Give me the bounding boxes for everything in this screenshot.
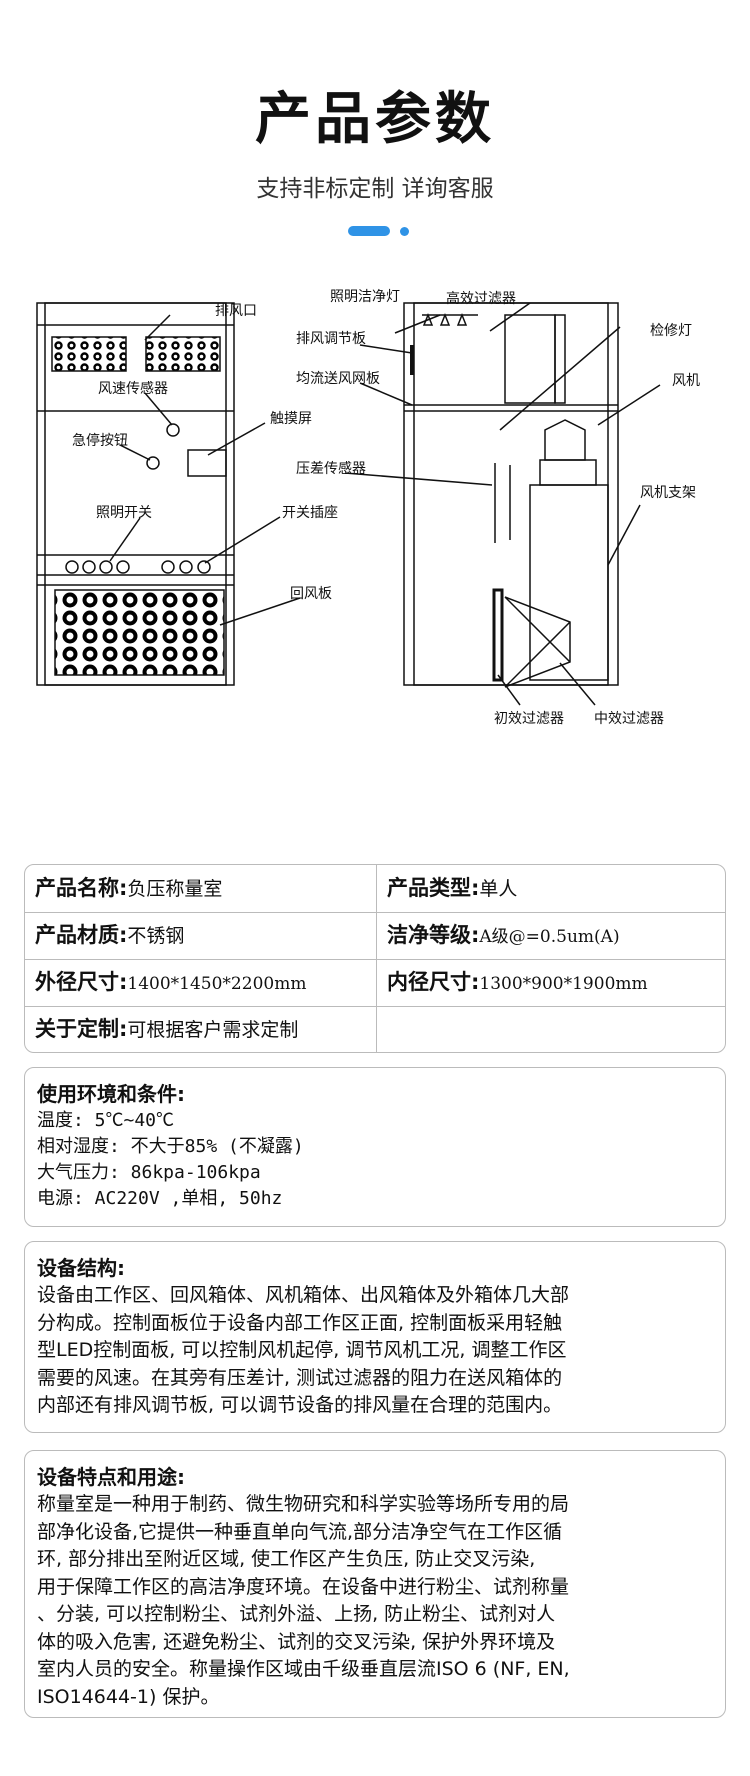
label-touch-screen: 触摸屏 bbox=[270, 411, 312, 427]
features-line: 部净化设备,它提供一种垂直单向气流,部分洁净空气在工作区循 bbox=[37, 1520, 563, 1543]
structure-line: 设备由工作区、回风箱体、风机箱体、出风箱体及外箱体几大部 bbox=[37, 1284, 570, 1306]
spec-sep: : bbox=[119, 876, 128, 900]
structure-line: 需要的风速。在其旁有压差计, 测试过滤器的阻力在送风箱体的 bbox=[37, 1366, 563, 1389]
spec-cell: 产品材质:不锈钢 bbox=[25, 912, 184, 959]
label-wind-speed-sensor: 风速传感器 bbox=[98, 380, 168, 397]
label-medium-filter: 中效过滤器 bbox=[594, 711, 664, 727]
structure-line: 分构成。控制面板位于设备内部工作区正面, 控制面板采用轻触 bbox=[37, 1311, 563, 1334]
spec-value: 1400*1450*2200mm bbox=[127, 974, 307, 994]
spec-value: A级@=0.5um(A) bbox=[479, 927, 620, 947]
spec-row: 产品名称:负压称量室 产品类型:单人 bbox=[25, 865, 725, 913]
label-maintenance-lamp: 检修灯 bbox=[650, 323, 692, 339]
spec-cell: 内径尺寸:1300*900*1900mm bbox=[376, 959, 648, 1006]
environment-line: 相对湿度: 不大于85% (不凝露) bbox=[37, 1136, 304, 1157]
spec-value: 单人 bbox=[479, 878, 518, 900]
decoration-bar bbox=[348, 226, 390, 236]
spec-sep: : bbox=[119, 923, 128, 947]
page-subtitle: 支持非标定制 详询客服 bbox=[256, 176, 494, 202]
spec-value: 可根据客户需求定制 bbox=[127, 1019, 299, 1041]
label-uniform-flow-mesh: 均流送风网板 bbox=[296, 371, 380, 387]
spec-cell: 产品名称:负压称量室 bbox=[25, 865, 222, 912]
spec-row: 关于定制:可根据客户需求定制 bbox=[25, 1006, 725, 1052]
features-line: 称量室是一种用于制药、微生物研究和科学实验等场所专用的局 bbox=[37, 1493, 570, 1515]
label-switch-socket: 开关插座 bbox=[282, 505, 338, 521]
spec-cell: 外径尺寸:1400*1450*2200mm bbox=[25, 959, 306, 1006]
equipment-diagram: 排风口 风速传感器 急停按钮 触摸屏 照明开关 开关插座 回风板 照明洁净灯 高… bbox=[36, 289, 700, 727]
spec-key: 产品名称 bbox=[35, 876, 119, 900]
spec-sep: : bbox=[119, 1017, 128, 1041]
environment-card: 使用环境和条件: 温度: 5℃~40℃ 相对湿度: 不大于85% (不凝露) 大… bbox=[24, 1067, 726, 1227]
environment-title: 使用环境和条件: bbox=[37, 1082, 185, 1106]
structure-title: 设备结构: bbox=[37, 1256, 125, 1280]
label-primary-filter: 初效过滤器 bbox=[494, 710, 564, 727]
features-line: 用于保障工作区的高洁净度环境。在设备中进行粉尘、试剂称量 bbox=[37, 1575, 570, 1598]
features-line: ISO14644-1) 保护。 bbox=[37, 1685, 220, 1708]
spec-sep: : bbox=[119, 970, 128, 994]
spec-value: 不锈钢 bbox=[127, 925, 185, 947]
label-hepa-filter: 高效过滤器 bbox=[446, 290, 516, 307]
features-title: 设备特点和用途: bbox=[37, 1465, 185, 1489]
environment-line: 电源: AC220V ,单相, 50hz bbox=[37, 1188, 283, 1209]
label-pressure-sensor: 压差传感器 bbox=[296, 460, 366, 477]
label-exhaust-damper: 排风调节板 bbox=[296, 331, 366, 347]
features-line: 、分装, 可以控制粉尘、试剂外溢、上扬, 防止粉尘、试剂对人 bbox=[37, 1603, 556, 1625]
environment-line: 温度: 5℃~40℃ bbox=[37, 1110, 175, 1131]
structure-line: 内部还有排风调节板, 可以调节设备的排风量在合理的范围内。 bbox=[37, 1394, 563, 1416]
environment-line: 大气压力: 86kpa-106kpa bbox=[37, 1162, 261, 1183]
spec-key: 内径尺寸 bbox=[387, 970, 471, 994]
label-light-switch: 照明开关 bbox=[96, 505, 152, 521]
spec-row: 产品材质:不锈钢 洁净等级:A级@=0.5um(A) bbox=[25, 912, 725, 960]
label-exhaust-port: 排风口 bbox=[215, 303, 257, 319]
spec-sep: : bbox=[471, 923, 480, 947]
spec-table: 产品名称:负压称量室 产品类型:单人 产品材质:不锈钢 洁净等级:A级@=0.5… bbox=[24, 864, 726, 1053]
spec-value: 负压称量室 bbox=[127, 878, 223, 900]
spec-key: 关于定制 bbox=[35, 1017, 119, 1041]
spec-cell-empty bbox=[376, 1006, 387, 1052]
label-fan-bracket: 风机支架 bbox=[640, 485, 696, 501]
spec-key: 产品材质 bbox=[35, 923, 119, 947]
label-fan: 风机 bbox=[672, 373, 700, 389]
spec-cell: 产品类型:单人 bbox=[376, 865, 517, 912]
page-title: 产品参数 bbox=[255, 87, 495, 152]
label-emergency-stop: 急停按钮 bbox=[72, 432, 128, 449]
spec-sep: : bbox=[471, 970, 480, 994]
spec-key: 洁净等级 bbox=[387, 923, 471, 947]
features-card: 设备特点和用途: 称量室是一种用于制药、微生物研究和科学实验等场所专用的局 部净… bbox=[24, 1450, 726, 1718]
label-light-clean-lamp: 照明洁净灯 bbox=[330, 289, 400, 305]
decoration-dot bbox=[400, 227, 409, 236]
front-view bbox=[36, 302, 301, 686]
label-return-air-plate: 回风板 bbox=[290, 586, 332, 602]
features-line: 体的吸入危害, 还避免粉尘、试剂的交叉污染, 保护外界环境及 bbox=[37, 1630, 556, 1653]
spec-cell: 洁净等级:A级@=0.5um(A) bbox=[376, 912, 620, 959]
spec-cell: 关于定制:可根据客户需求定制 bbox=[25, 1006, 299, 1052]
structure-line: 型LED控制面板, 可以控制风机起停, 调节风机工况, 调整工作区 bbox=[37, 1339, 567, 1361]
spec-value: 1300*900*1900mm bbox=[479, 974, 648, 994]
spec-sep: : bbox=[471, 876, 480, 900]
spec-key: 产品类型 bbox=[387, 876, 471, 900]
features-line: 环, 部分排出至附近区域, 使工作区产生负压, 防止交叉污染, bbox=[37, 1548, 536, 1570]
side-view bbox=[344, 302, 661, 706]
features-line: 室内人员的安全。称量操作区域由千级垂直层流ISO 6 (NF, EN, bbox=[37, 1658, 570, 1680]
spec-row: 外径尺寸:1400*1450*2200mm 内径尺寸:1300*900*1900… bbox=[25, 959, 725, 1007]
spec-key: 外径尺寸 bbox=[35, 970, 119, 994]
structure-card: 设备结构: 设备由工作区、回风箱体、风机箱体、出风箱体及外箱体几大部 分构成。控… bbox=[24, 1241, 726, 1433]
